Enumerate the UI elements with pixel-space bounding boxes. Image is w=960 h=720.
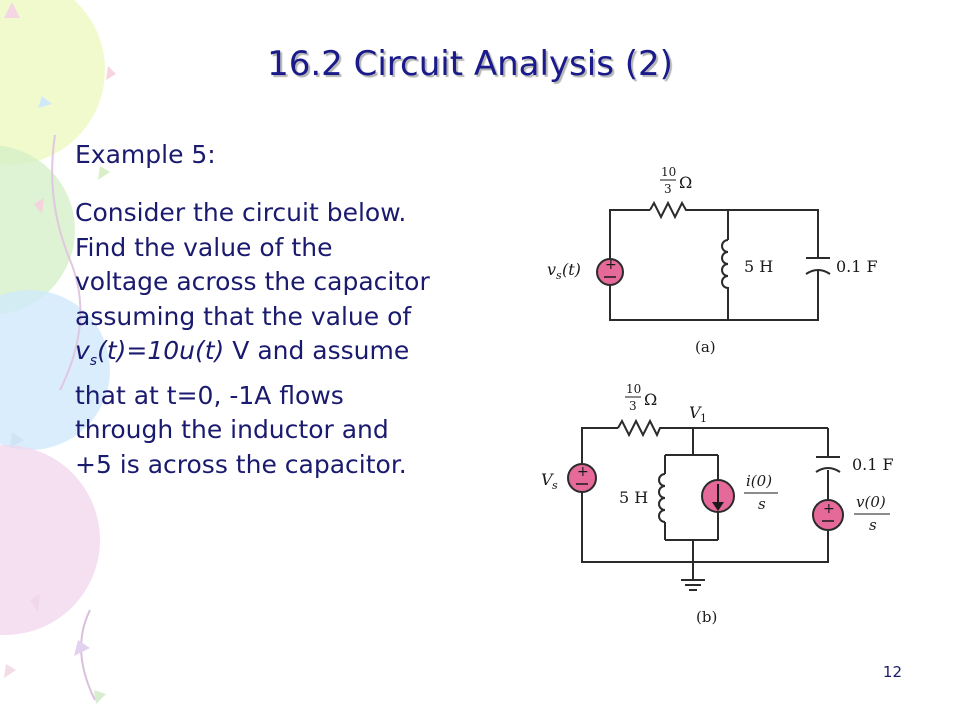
slide-title: 16.2 Circuit Analysis (2) xyxy=(267,44,673,84)
capacitor-label: 0.1 F xyxy=(836,257,878,276)
problem-line: assuming that the value of xyxy=(75,301,412,331)
wire xyxy=(609,209,650,260)
resistor-value-num: 10 xyxy=(661,165,676,179)
current-value-den: s xyxy=(758,495,766,513)
capacitor-plate xyxy=(805,269,831,275)
balloon-string xyxy=(51,134,82,391)
voltage-source-icon xyxy=(596,258,624,286)
inductor-label: 5 H xyxy=(619,488,648,507)
voltage-source-icon xyxy=(567,463,597,493)
problem-line: +5 is across the capacitor. xyxy=(75,449,407,479)
source-label: V xyxy=(541,470,554,489)
wire xyxy=(581,427,618,465)
circuit-b-diagram: + + 10 3 Ω V 1 V s 5 H i(0) s 0.1 F v(0)… xyxy=(541,382,894,626)
vs-expression: (t)=10u(t) xyxy=(97,336,225,365)
balloon-pink xyxy=(0,445,100,635)
node-label: V xyxy=(689,403,702,422)
capacitor-label: 0.1 F xyxy=(852,455,894,474)
balloon-string xyxy=(80,609,96,701)
resistor-value-num: 10 xyxy=(626,382,641,396)
problem-line: vs(t)=10u(t) V and assume xyxy=(75,334,545,379)
circuit-a-diagram: + 10 3 Ω v s (t) 5 H 0.1 F (a) xyxy=(547,165,878,356)
problem-line: Find the value of the xyxy=(75,232,333,262)
wire xyxy=(609,271,819,321)
plus-sign: + xyxy=(605,257,617,273)
balloon-yellow xyxy=(0,0,105,165)
problem-line-tail: V and assume xyxy=(224,336,410,365)
balloon-blue xyxy=(0,290,110,450)
confetti xyxy=(106,66,116,80)
source-subscript: s xyxy=(556,269,562,282)
vs-subscript: s xyxy=(89,353,98,369)
voltage-value-num: v(0) xyxy=(856,493,886,511)
capacitor-plate xyxy=(815,467,841,473)
problem-line: Consider the circuit below. xyxy=(75,198,407,227)
confetti xyxy=(10,432,24,448)
source-argument: (t) xyxy=(562,260,581,279)
confetti xyxy=(74,640,90,656)
resistor-symbol xyxy=(617,418,662,438)
resistor-value-den: 3 xyxy=(664,182,672,196)
node-subscript: 1 xyxy=(700,412,707,425)
ohm-symbol: Ω xyxy=(644,390,657,409)
plus-sign: + xyxy=(823,501,835,517)
page-number: 12 xyxy=(882,663,902,681)
initial-voltage-source-icon xyxy=(812,499,844,531)
resistor-symbol xyxy=(649,200,690,220)
confetti xyxy=(4,664,16,678)
confetti xyxy=(4,2,20,18)
caption-a: (a) xyxy=(695,338,716,356)
confetti xyxy=(98,166,110,180)
wire xyxy=(690,209,819,258)
voltage-value-den: s xyxy=(869,516,877,534)
ohm-symbol: Ω xyxy=(679,173,692,192)
problem-line: through the inductor and xyxy=(75,415,389,444)
inductor-label: 5 H xyxy=(744,257,773,276)
caption-b: (b) xyxy=(696,608,717,626)
inductor-symbol xyxy=(721,239,729,290)
source-subscript: s xyxy=(552,479,558,492)
current-arrow-head xyxy=(712,502,724,511)
confetti xyxy=(30,594,40,612)
problem-line: voltage across the capacitor xyxy=(75,267,430,296)
confetti xyxy=(34,198,44,214)
inductor-symbol xyxy=(658,473,666,523)
balloon-green xyxy=(0,145,75,315)
confetti xyxy=(94,690,106,704)
confetti xyxy=(38,96,52,108)
current-value-num: i(0) xyxy=(746,472,772,490)
vs-symbol: v xyxy=(75,336,90,365)
wire xyxy=(581,492,829,563)
problem-line: that at t=0, -1A flows xyxy=(75,380,344,410)
problem-statement: Consider the circuit below. Find the val… xyxy=(75,196,545,482)
source-label: v xyxy=(547,260,556,279)
plus-sign: + xyxy=(577,464,589,480)
example-label: Example 5: xyxy=(75,140,216,169)
resistor-value-den: 3 xyxy=(629,399,637,413)
